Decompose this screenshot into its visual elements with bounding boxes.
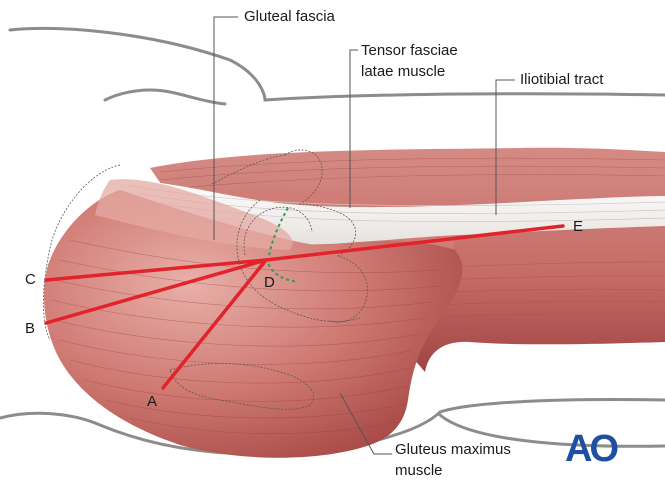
label-gluteus-maximus-line1: Gluteus maximus [395,441,511,458]
incision-lines [44,224,565,390]
label-gluteus-maximus-line2: muscle [395,462,443,479]
line-to-a [161,258,268,390]
line-to-b [44,258,268,325]
thigh-fibers [159,157,665,331]
label-gluteal-fascia: Gluteal fascia [244,8,335,25]
label-tensor-fasciae-line2: latae muscle [361,63,446,80]
gluteus-maximus-shape [44,190,463,458]
point-c: C [25,271,36,288]
label-iliotibial-tract: Iliotibial tract [520,71,604,88]
point-e: E [573,218,584,235]
upper-outline [8,27,665,102]
gluteal-fascia-shape [95,179,293,250]
ao-logo: AO [565,428,619,470]
line-to-c [44,258,268,282]
pelvis-outline [43,149,368,410]
line-to-e [264,224,565,262]
point-b: B [25,320,36,337]
bottom-outline [438,413,665,448]
point-a: A [147,393,158,410]
point-d: D [264,274,275,291]
leader-tensor [349,49,358,208]
back-outline [103,88,227,106]
leader-iliotibial [495,79,515,215]
label-tensor-fasciae-line1: Tensor fasciae [361,42,458,59]
leader-lines [213,16,515,455]
gluteus-fibers [51,239,441,434]
leader-gluteus [339,392,392,455]
leader-gluteal-fascia [213,16,238,240]
